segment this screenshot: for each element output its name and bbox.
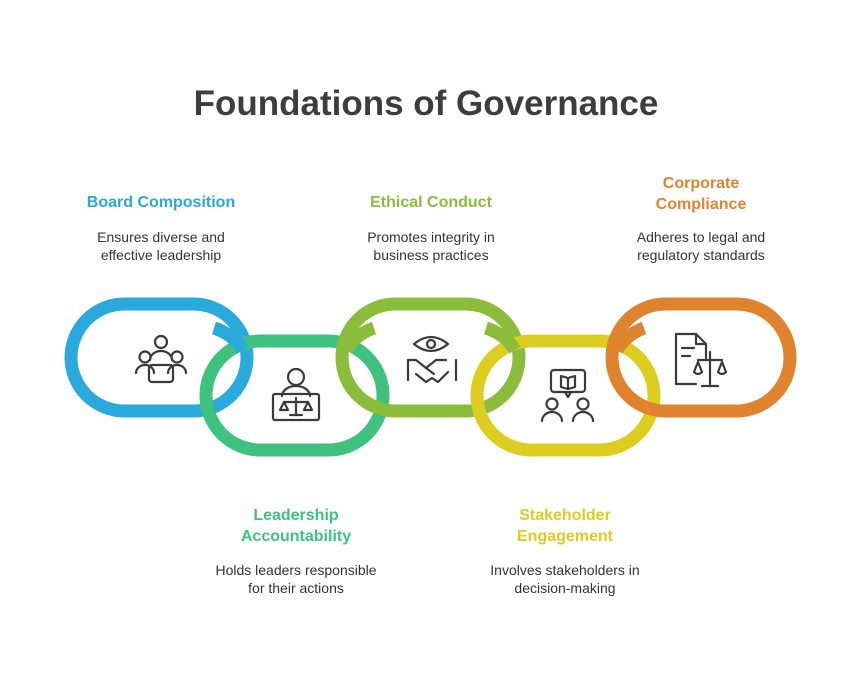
step-desc-line: decision-making bbox=[514, 580, 616, 596]
chain-overlap-lime-left bbox=[340, 321, 377, 354]
step-label-stakeholder-engagement: Stakeholder Engagement bbox=[455, 505, 675, 547]
chain-overlap-lime-right bbox=[483, 321, 521, 354]
step-desc-line: Promotes integrity in bbox=[367, 229, 495, 245]
step-label-line: Corporate bbox=[662, 175, 740, 192]
step-desc-line: for their actions bbox=[248, 580, 344, 596]
step-desc-stakeholder-engagement: Involves stakeholders in decision-making bbox=[445, 561, 685, 597]
step-label-ethical-conduct: Ethical Conduct bbox=[321, 192, 541, 213]
discussion-icon bbox=[540, 368, 595, 423]
step-desc-line: regulatory standards bbox=[637, 247, 765, 263]
step-desc-ethical-conduct: Promotes integrity in business practices bbox=[311, 228, 551, 264]
step-label-line: Accountability bbox=[240, 528, 352, 545]
chain-overlap-orange bbox=[611, 321, 647, 354]
step-desc-board-composition: Ensures diverse and effective leadership bbox=[41, 228, 281, 264]
chain-link-leadership-accountability bbox=[199, 334, 390, 457]
chain-overlap-blue bbox=[211, 321, 249, 354]
step-label-line: Leadership bbox=[253, 507, 339, 524]
step-desc-line: effective leadership bbox=[100, 247, 222, 263]
step-desc-corporate-compliance: Adheres to legal and regulatory standard… bbox=[581, 228, 821, 264]
chain-link-ethical-conduct bbox=[335, 297, 526, 418]
step-desc-line: Ensures diverse and bbox=[97, 229, 225, 245]
step-label-line: Engagement bbox=[516, 528, 613, 545]
step-label-line: Board Composition bbox=[86, 194, 236, 211]
step-label-corporate-compliance: Corporate Compliance bbox=[591, 173, 811, 215]
chain-link-board-composition bbox=[64, 297, 254, 418]
step-desc-line: business practices bbox=[373, 247, 489, 263]
step-label-line: Stakeholder bbox=[519, 507, 611, 524]
judge-podium-icon bbox=[271, 367, 321, 422]
step-label-line: Compliance bbox=[655, 196, 747, 213]
step-desc-line: Holds leaders responsible bbox=[215, 562, 377, 578]
step-label-board-composition: Board Composition bbox=[51, 192, 271, 213]
step-label-line: Ethical Conduct bbox=[370, 194, 492, 211]
step-label-leadership-accountability: Leadership Accountability bbox=[186, 505, 406, 547]
meeting-table-icon bbox=[134, 334, 188, 384]
page-title: Foundations of Governance bbox=[193, 84, 659, 123]
step-desc-line: Involves stakeholders in bbox=[490, 562, 640, 578]
legal-document-icon bbox=[674, 332, 728, 388]
chain-link-stakeholder-engagement bbox=[470, 334, 661, 457]
chain-link-corporate-compliance bbox=[605, 297, 797, 418]
eye-handshake-icon bbox=[406, 335, 458, 384]
step-desc-line: Adheres to legal and bbox=[636, 229, 766, 245]
step-desc-leadership-accountability: Holds leaders responsible for their acti… bbox=[176, 561, 416, 597]
